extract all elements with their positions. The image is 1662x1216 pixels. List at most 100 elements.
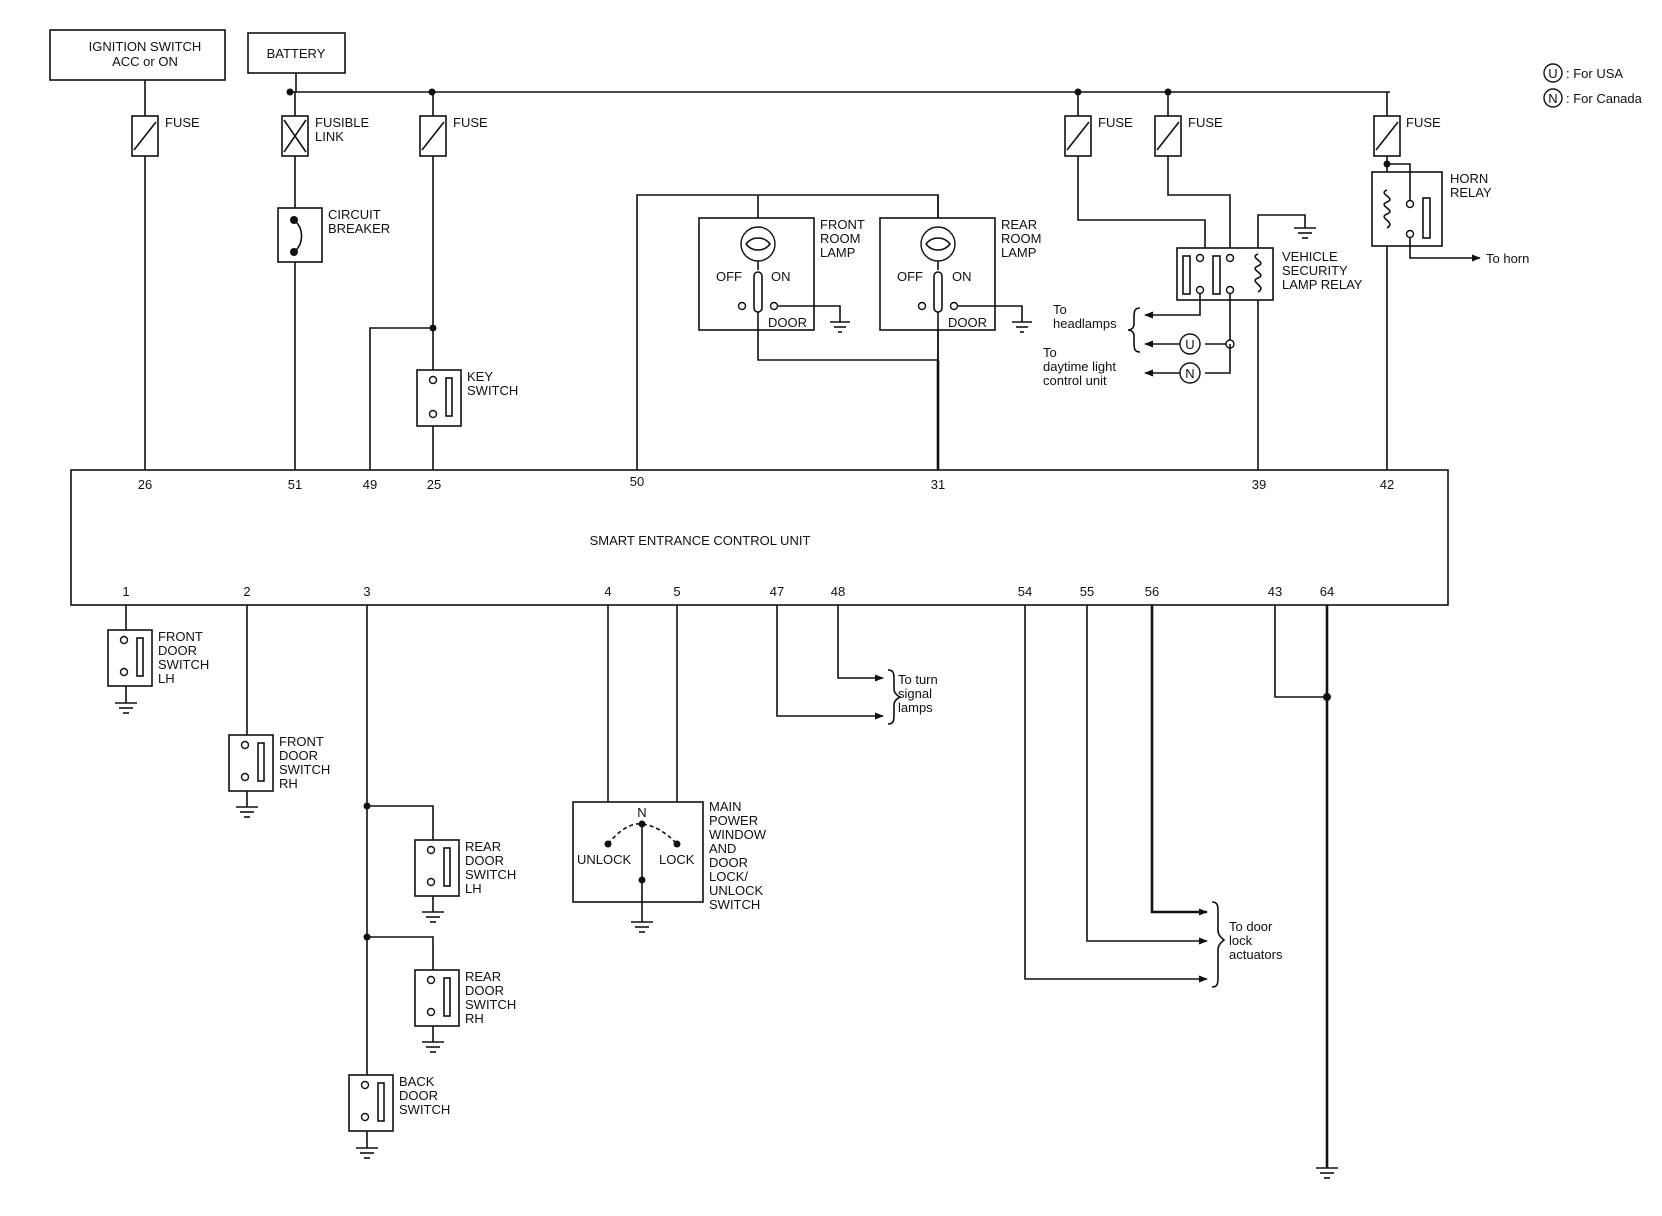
wire-pin-54 (1024, 605, 1208, 983)
pin-31: 31 (931, 477, 945, 492)
to-door-lock-3: actuators (1229, 947, 1283, 962)
ground-icon (115, 702, 137, 714)
wire-pin-43 (1274, 605, 1327, 698)
rear-door-lh-label-4: LH (465, 881, 482, 896)
switch-neutral: N (637, 805, 646, 820)
ignition-label-1: IGNITION SWITCH (89, 39, 202, 54)
front-lamp-door: DOOR (768, 315, 807, 330)
wire-pin-55 (1086, 605, 1208, 945)
ground-icon (236, 806, 258, 818)
rear-door-lh-label-1: REAR (465, 839, 501, 854)
main-switch-label-8: SWITCH (709, 897, 760, 912)
junction-dot (363, 933, 371, 941)
back-door-label-1: BACK (399, 1074, 435, 1089)
wire-n-branch (1205, 344, 1231, 374)
horn-relay (1371, 160, 1443, 247)
junction-dot (363, 802, 371, 810)
junction-dot (1323, 693, 1331, 701)
u-symbol: U (1185, 337, 1194, 352)
security-relay-label-3: LAMP RELAY (1282, 277, 1363, 292)
wire-pin-48 (837, 605, 884, 682)
legend-u-symbol: U (1548, 66, 1557, 81)
wire-rear-door-lh (367, 805, 434, 912)
battery-bus (290, 73, 1390, 93)
front-room-lamp-label-2: ROOM (820, 231, 860, 246)
legend: U : For USA N : For Canada (1543, 63, 1643, 108)
to-daytime-1: To (1043, 345, 1057, 360)
battery-box: BATTERY (247, 32, 346, 74)
fusible-link-label-2: LINK (315, 129, 344, 144)
pin-49: 49 (363, 477, 377, 492)
security-relay-label-1: VEHICLE (1282, 249, 1338, 264)
to-daytime-3: control unit (1043, 373, 1107, 388)
circuit-breaker-label-1: CIRCUIT (328, 207, 381, 222)
pin-1: 1 (122, 584, 129, 599)
wire-pin-49 (369, 327, 433, 470)
n-symbol: N (1185, 366, 1194, 381)
rear-room-lamp-label-3: LAMP (1001, 245, 1036, 260)
circuit-breaker-label-2: BREAKER (328, 221, 390, 236)
pin-54: 54 (1018, 584, 1032, 599)
pin-42: 42 (1380, 477, 1394, 492)
front-door-lh-label-1: FRONT (158, 629, 203, 644)
rear-door-rh-label-1: REAR (465, 969, 501, 984)
pin-47: 47 (770, 584, 784, 599)
battery-label: BATTERY (267, 46, 326, 61)
to-door-lock-1: To door (1229, 919, 1273, 934)
fuse-label: FUSE (453, 115, 488, 130)
front-room-lamp (698, 217, 850, 333)
rear-door-switch-rh (414, 969, 460, 1027)
legend-n-text: : For Canada (1566, 91, 1643, 106)
wire-u-branch (1205, 294, 1231, 345)
back-door-label-2: DOOR (399, 1088, 438, 1103)
pin-39: 39 (1252, 477, 1266, 492)
main-switch-label-3: WINDOW (709, 827, 767, 842)
to-daytime-2: daytime light (1043, 359, 1116, 374)
legend-u-text: : For USA (1566, 66, 1623, 81)
ground-icon (422, 1041, 444, 1053)
rear-room-lamp (879, 217, 1032, 333)
front-room-lamp-label-1: FRONT (820, 217, 865, 232)
pin-25: 25 (427, 477, 441, 492)
fuse-label: FUSE (1098, 115, 1133, 130)
wire-to-horn (1409, 238, 1481, 262)
junction-dot (428, 88, 436, 96)
main-switch-label-4: AND (709, 841, 736, 856)
horn-relay-label-2: RELAY (1450, 185, 1492, 200)
control-unit-label: SMART ENTRANCE CONTROL UNIT (590, 533, 811, 548)
main-switch-label-6: LOCK/ (709, 869, 748, 884)
to-turn-1: To turn (898, 672, 938, 687)
wire-lamp-return (757, 330, 939, 361)
front-door-rh-label-2: DOOR (279, 748, 318, 763)
wire-relay-ground (1257, 214, 1306, 248)
wire-rear-door-rh (367, 936, 434, 1042)
rear-door-rh-label-3: SWITCH (465, 997, 516, 1012)
pin-56: 56 (1145, 584, 1159, 599)
pin-55: 55 (1080, 584, 1094, 599)
to-turn-3: lamps (898, 700, 933, 715)
junction-dot (286, 88, 294, 96)
pin-50: 50 (630, 474, 644, 489)
back-door-switch (348, 1074, 394, 1132)
brace-icon (887, 669, 902, 725)
pin-64: 64 (1320, 584, 1334, 599)
front-door-lh-label-2: DOOR (158, 643, 197, 658)
fuse-icon (131, 115, 159, 157)
rear-door-switch-lh (414, 839, 460, 897)
pin-2: 2 (243, 584, 250, 599)
key-switch-label-1: KEY (467, 369, 493, 384)
fuse-label: FUSE (165, 115, 200, 130)
front-door-rh-label-1: FRONT (279, 734, 324, 749)
fuse-label: FUSE (1406, 115, 1441, 130)
to-headlamps-1: To (1053, 302, 1067, 317)
ignition-switch-box: IGNITION SWITCH ACC or ON (49, 29, 226, 81)
fuse-label: FUSE (1188, 115, 1223, 130)
n-symbol-icon (1543, 88, 1563, 108)
ignition-label-2: ACC or ON (112, 54, 178, 69)
rear-lamp-off: OFF (897, 269, 923, 284)
rear-lamp-on: ON (952, 269, 972, 284)
front-lamp-off: OFF (716, 269, 742, 284)
main-switch-label-5: DOOR (709, 855, 748, 870)
switch-unlock: UNLOCK (577, 852, 632, 867)
